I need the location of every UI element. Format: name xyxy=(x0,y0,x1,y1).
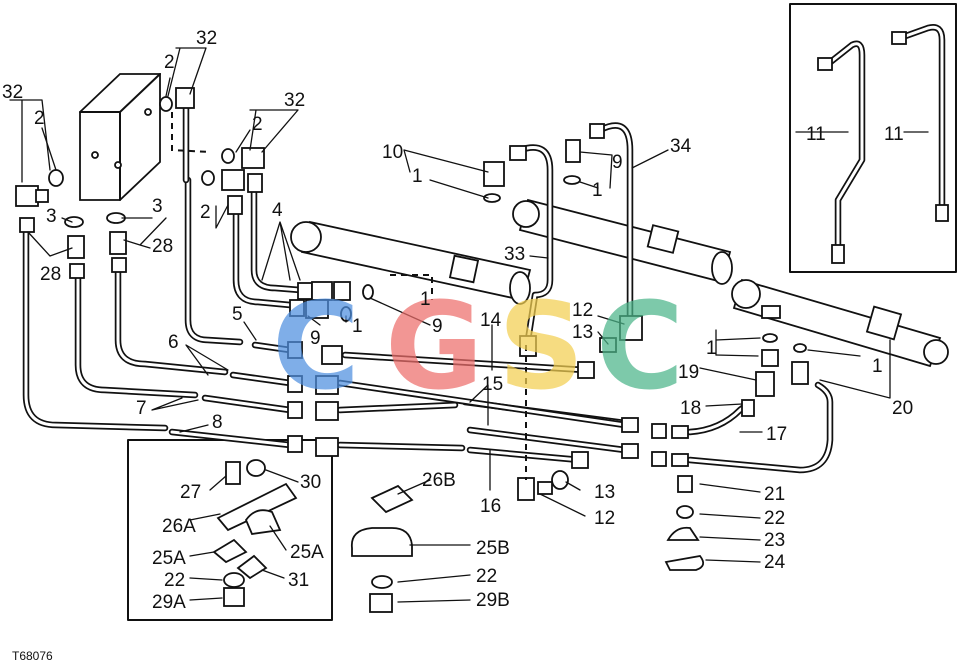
figure-code: T68076 xyxy=(12,649,53,662)
callout-34: 34 xyxy=(670,136,692,157)
callout-12: 12 xyxy=(594,508,615,529)
dashed-guide-block xyxy=(171,112,211,153)
callout-labels: 32 32 32 2 2 2 2 3 3 28 28 4 5 6 7 8 9 9… xyxy=(2,28,913,613)
callout-16: 16 xyxy=(480,496,501,517)
callout-32: 32 xyxy=(2,82,23,103)
callout-2: 2 xyxy=(200,202,211,223)
callout-17: 17 xyxy=(766,424,787,445)
callout-11: 11 xyxy=(806,124,826,145)
callout-12: 12 xyxy=(572,300,593,321)
callout-2: 2 xyxy=(34,108,45,129)
inset-frame-tube-11 xyxy=(789,3,957,273)
callout-11: 11 xyxy=(884,124,904,145)
callout-33: 33 xyxy=(504,244,525,265)
callout-10: 10 xyxy=(382,142,403,163)
callout-14: 14 xyxy=(480,310,502,331)
callout-21: 21 xyxy=(764,484,785,505)
dashed-guide-9 xyxy=(390,274,433,300)
callout-26b: 26B xyxy=(422,470,456,491)
callout-27: 27 xyxy=(180,482,201,503)
callout-6: 6 xyxy=(168,332,179,353)
watermark-cgsc: C G S C xyxy=(272,278,684,417)
watermark-letter-g: G xyxy=(385,278,484,417)
callout-9: 9 xyxy=(310,328,321,349)
callout-29a: 29A xyxy=(152,592,186,613)
callout-19: 19 xyxy=(678,362,699,383)
callout-20: 20 xyxy=(892,398,913,419)
tube-11-pair xyxy=(817,24,949,264)
callout-1: 1 xyxy=(706,338,717,359)
callout-3: 3 xyxy=(152,196,163,217)
callout-26a: 26A xyxy=(162,516,196,537)
callout-2: 2 xyxy=(252,114,263,135)
callout-13: 13 xyxy=(572,322,593,343)
tube-group-middle xyxy=(168,341,629,464)
callout-4: 4 xyxy=(272,200,283,221)
callout-1: 1 xyxy=(872,356,883,377)
valve-block xyxy=(79,73,161,201)
callout-3: 3 xyxy=(46,206,57,227)
fittings xyxy=(15,87,809,613)
callout-29b: 29B xyxy=(476,590,510,611)
tube-group-upper xyxy=(516,122,634,344)
cylinder-upper-left xyxy=(290,220,532,305)
callout-5: 5 xyxy=(232,304,243,325)
callout-1: 1 xyxy=(420,289,431,310)
callout-32: 32 xyxy=(196,28,217,49)
callout-28: 28 xyxy=(40,264,61,285)
callout-1: 1 xyxy=(412,166,423,187)
watermark-letter-c2: C xyxy=(596,278,684,417)
callout-18: 18 xyxy=(680,398,701,419)
tube-group-right xyxy=(686,381,834,474)
callout-30: 30 xyxy=(300,472,321,493)
callout-23: 23 xyxy=(764,530,785,551)
callout-24: 24 xyxy=(764,552,786,573)
callout-22: 22 xyxy=(164,570,185,591)
callout-25b: 25B xyxy=(476,538,510,559)
callout-28: 28 xyxy=(152,236,173,257)
callout-15: 15 xyxy=(482,374,503,395)
watermark-letter-c1: C xyxy=(272,278,360,417)
callout-25a: 25A xyxy=(152,548,186,569)
callout-7: 7 xyxy=(136,398,147,419)
callout-9: 9 xyxy=(432,316,443,337)
leader-lines xyxy=(9,47,929,603)
tube-group-left xyxy=(22,96,304,432)
callout-31: 31 xyxy=(288,570,309,591)
callout-1: 1 xyxy=(352,316,363,337)
callout-22: 22 xyxy=(764,508,785,529)
callout-2: 2 xyxy=(164,52,175,73)
cylinder-right xyxy=(731,278,949,368)
callout-25a: 25A xyxy=(290,542,324,563)
watermark-letter-s: S xyxy=(498,278,584,417)
callout-1: 1 xyxy=(592,180,603,201)
callout-32: 32 xyxy=(284,90,305,111)
callout-9: 9 xyxy=(612,152,623,173)
cylinder-center xyxy=(512,198,733,285)
callout-22: 22 xyxy=(476,566,497,587)
callout-8: 8 xyxy=(212,412,223,433)
callout-13: 13 xyxy=(594,482,615,503)
